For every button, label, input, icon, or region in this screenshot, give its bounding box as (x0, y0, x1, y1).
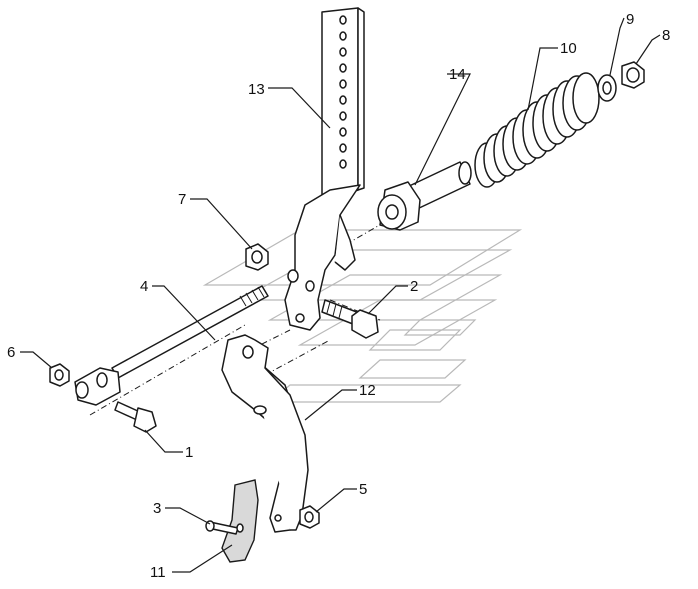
part-12-curved-lever (221, 334, 309, 533)
part-3-screw (205, 520, 244, 535)
callout-7: 7 (178, 191, 186, 208)
arm-holes (339, 15, 347, 169)
part-13-perforated-arm (284, 7, 365, 331)
part-5-nut (299, 505, 320, 529)
part-1-bolt (114, 401, 157, 433)
callout-10: 10 (560, 40, 577, 57)
part-4-threaded-rod (74, 285, 269, 406)
part-14-spring-guide (377, 161, 472, 231)
part-9-washer (597, 74, 617, 102)
callout-14: 14 (449, 66, 466, 83)
leader-lines (20, 17, 661, 573)
callout-13: 13 (248, 81, 265, 98)
callout-2: 2 (410, 278, 418, 295)
callout-labels: 13 14 10 9 8 7 2 4 6 12 1 5 3 11 (7, 11, 670, 581)
callout-3: 3 (153, 500, 161, 517)
part-2-bolt (321, 299, 379, 339)
callout-1: 1 (185, 444, 193, 461)
part-7-nut (245, 243, 269, 271)
part-8-hex-nut (621, 61, 645, 89)
rod-thread (239, 286, 265, 307)
callout-9: 9 (626, 11, 634, 28)
part-10-coil-spring (474, 72, 600, 188)
callout-11: 11 (150, 564, 166, 581)
part-11-blade (221, 479, 259, 563)
part-6-nut (49, 363, 70, 387)
callout-12: 12 (359, 382, 376, 399)
callout-8: 8 (662, 27, 670, 44)
callout-5: 5 (359, 481, 367, 498)
callout-4: 4 (140, 278, 148, 295)
callout-6: 6 (7, 344, 15, 361)
